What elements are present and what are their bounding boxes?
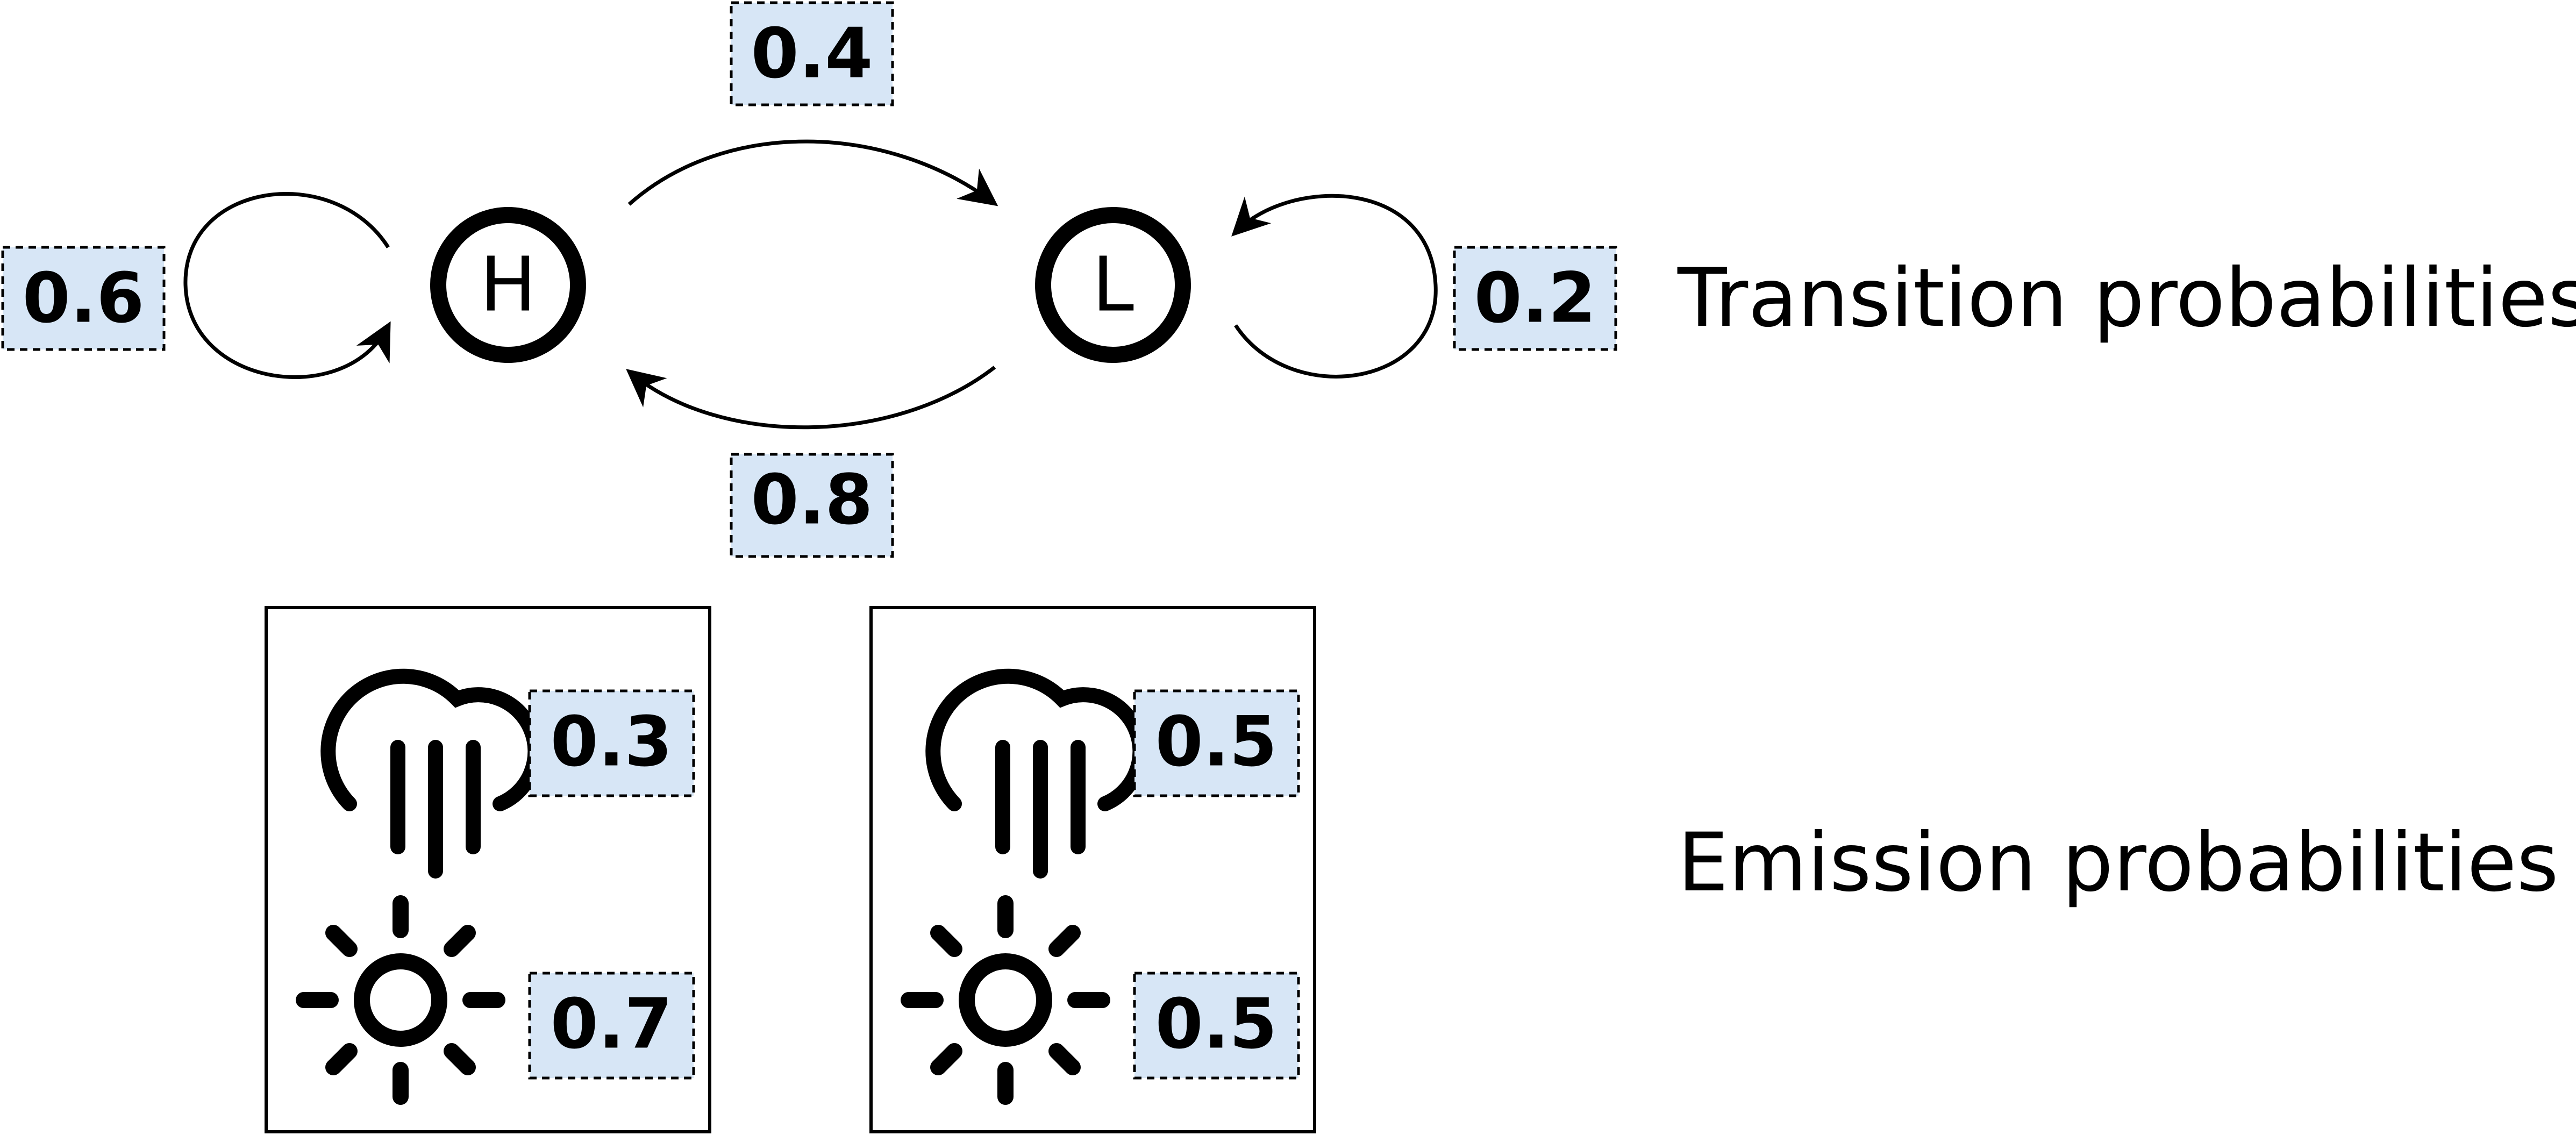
- prob-box: [1, 246, 166, 351]
- prob-box: [528, 689, 695, 797]
- prob-l-to-h: 0.8: [730, 453, 894, 558]
- prob-box: [730, 1, 894, 106]
- state-h-label: H: [480, 241, 536, 329]
- prob-value: 0.3: [551, 702, 673, 782]
- prob-l-sun: 0.5: [1133, 972, 1300, 1080]
- prob-l-to-l: 0.2: [1453, 246, 1617, 351]
- prob-l-rain: 0.5: [1133, 689, 1300, 797]
- prob-box: [730, 453, 894, 558]
- prob-h-to-l: 0.4: [730, 1, 894, 106]
- prob-value: 0.2: [1474, 259, 1596, 339]
- prob-value: 0.4: [751, 14, 873, 94]
- state-l-circle: [1035, 207, 1191, 363]
- state-h-circle: [430, 207, 586, 363]
- prob-box: [1133, 689, 1300, 797]
- state-l-label: L: [1092, 241, 1134, 329]
- prob-value: 0.5: [1155, 702, 1278, 782]
- prob-h-to-h: 0.6: [1, 246, 166, 351]
- prob-box: [528, 972, 695, 1080]
- prob-value: 0.5: [1155, 984, 1278, 1065]
- emission-panel-l: 0.5 0.5: [869, 606, 1316, 1133]
- edge-l-to-h: [626, 366, 996, 430]
- prob-value: 0.8: [751, 460, 873, 540]
- state-l: L: [1035, 207, 1191, 363]
- transition-diagram: H L 0.4 0.8 0.6 0.2: [1, 1, 1617, 558]
- prob-value: 0.6: [23, 259, 145, 339]
- transition-probabilities-label: Transition probabilities: [1677, 252, 2576, 345]
- prob-box: [1133, 972, 1300, 1080]
- state-h: H: [430, 207, 586, 363]
- edge-h-self-loop: [183, 192, 391, 379]
- prob-h-sun: 0.7: [528, 972, 695, 1080]
- emission-probabilities-label: Emission probabilities: [1678, 816, 2559, 910]
- prob-box: [1453, 246, 1617, 351]
- prob-value: 0.7: [551, 984, 673, 1065]
- edge-h-to-l: [627, 139, 998, 206]
- emission-panel-h: 0.3 0.7: [265, 606, 711, 1133]
- edge-l-self-loop: [1231, 194, 1438, 379]
- prob-h-rain: 0.3: [528, 689, 695, 797]
